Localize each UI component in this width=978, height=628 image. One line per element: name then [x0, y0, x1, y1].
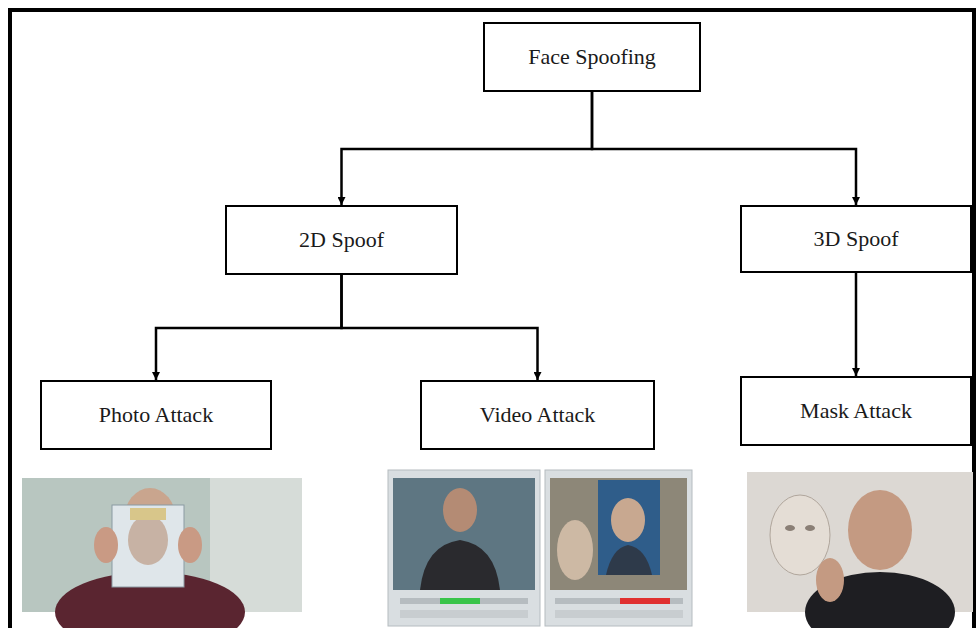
photo-attack-picture	[22, 478, 302, 628]
tree-connector	[342, 92, 593, 205]
tree-connector	[592, 92, 856, 205]
category-box: 3D Spoof	[740, 205, 972, 273]
box-label: 3D Spoof	[804, 220, 909, 257]
mask-attack-picture	[747, 472, 973, 628]
tree-connector	[156, 275, 342, 380]
box-label: 2D Spoof	[289, 221, 394, 258]
outer-frame	[10, 10, 974, 628]
box-label: Photo Attack	[89, 396, 223, 433]
tree-connector	[342, 275, 538, 380]
attack-box: Video Attack	[420, 380, 655, 450]
video-attack-picture	[388, 470, 692, 626]
box-label: Video Attack	[470, 396, 605, 433]
category-box: 2D Spoof	[225, 205, 458, 275]
attack-box: Photo Attack	[40, 380, 272, 450]
root-box: Face Spoofing	[483, 22, 701, 92]
box-label: Face Spoofing	[518, 38, 666, 75]
tree-connector	[855, 273, 858, 376]
box-label: Mask Attack	[790, 392, 922, 429]
attack-box: Mask Attack	[740, 376, 972, 446]
